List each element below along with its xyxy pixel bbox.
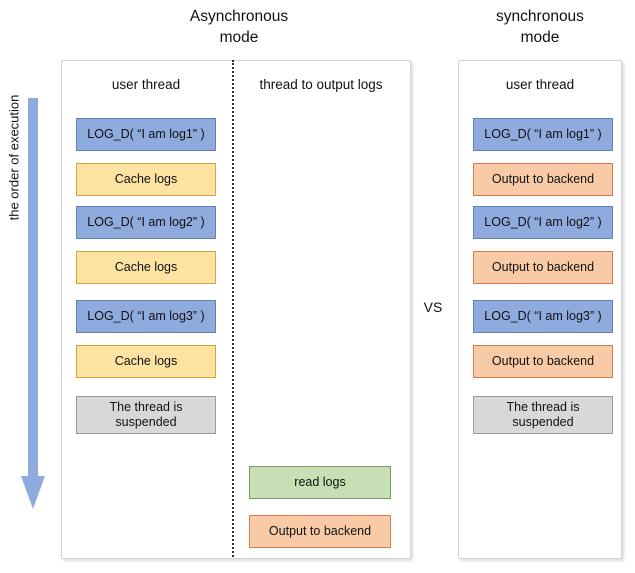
sync-step-output-to-backend-1[interactable]: Output to backend — [473, 163, 613, 196]
async-step-read-logs[interactable]: read logs — [249, 466, 391, 499]
async-step-cache-logs-2[interactable]: Cache logs — [76, 251, 216, 284]
sync-step-log2[interactable]: LOG_D( “I am log2” ) — [473, 206, 613, 239]
async-mode-title: Asynchronous mode — [189, 8, 289, 46]
thread-column-divider — [232, 60, 234, 557]
async-step-cache-logs-1[interactable]: Cache logs — [76, 163, 216, 196]
sync-step-output-to-backend-2[interactable]: Output to backend — [473, 251, 613, 284]
async-step-output-to-backend[interactable]: Output to backend — [249, 515, 391, 548]
async-step-thread-suspended[interactable]: The thread is suspended — [76, 396, 216, 434]
vs-label: VS — [423, 299, 443, 315]
sync-step-log3[interactable]: LOG_D( “I am log3” ) — [473, 300, 613, 333]
order-of-execution-label: the order of execution — [6, 94, 22, 221]
column-heading-output-log-thread: thread to output logs — [259, 77, 383, 92]
order-of-execution-arrow — [20, 98, 46, 510]
column-heading-user-thread-sync: user thread — [505, 77, 575, 92]
sync-step-output-to-backend-3[interactable]: Output to backend — [473, 345, 613, 378]
sync-mode-title: synchronous mode — [496, 8, 584, 46]
async-step-cache-logs-3[interactable]: Cache logs — [76, 345, 216, 378]
down-arrow-icon — [21, 98, 45, 509]
async-step-log1[interactable]: LOG_D( “I am log1” ) — [76, 118, 216, 151]
async-step-log3[interactable]: LOG_D( “I am log3” ) — [76, 300, 216, 333]
column-heading-user-thread-async: user thread — [111, 77, 181, 92]
sync-step-thread-suspended[interactable]: The thread is suspended — [473, 396, 613, 434]
sync-step-log1[interactable]: LOG_D( “I am log1” ) — [473, 118, 613, 151]
async-step-log2[interactable]: LOG_D( “I am log2” ) — [76, 206, 216, 239]
